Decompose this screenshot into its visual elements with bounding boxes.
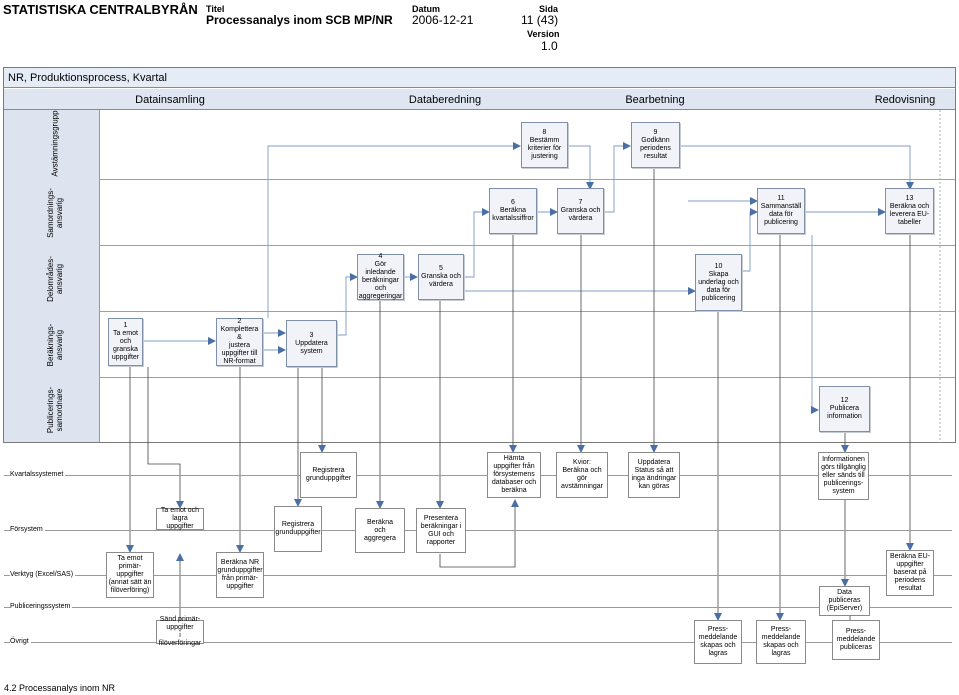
verktyg-berakna-eu-box[interactable]: Beräkna EU- uppgifter baserat på periode… <box>886 550 934 596</box>
version-label: Version <box>527 29 560 39</box>
forsystem-ta-emot-box[interactable]: Ta emot och lagra uppgifter <box>156 507 204 530</box>
system-line-ovrigt <box>4 642 952 643</box>
step-7-box[interactable]: 7 Granska och värdera <box>557 188 604 234</box>
system-label-kvartalssystemet: Kvartalssystemet <box>10 471 66 478</box>
organization-name: STATISTISKA CENTRALBYRÅN <box>3 2 198 17</box>
step-2-box[interactable]: 2 Komplettera & justera uppgifter till N… <box>216 318 263 366</box>
page-label: Sida <box>539 4 559 14</box>
step-11-box[interactable]: 11 Sammanställ data för publicering <box>757 188 805 234</box>
forsystem-berakna-box[interactable]: Beräkna och aggregera <box>355 508 405 553</box>
step-5-box[interactable]: 5 Granska och värdera <box>418 254 464 300</box>
phase-bar <box>4 89 955 110</box>
page-value: 11 (43) <box>521 13 559 27</box>
system-label-verktyg: Verktyg (Excel/SAS) <box>10 571 76 578</box>
diagram-title: NR, Produktionsprocess, Kvartal <box>4 68 955 88</box>
lane-label-column <box>4 110 100 443</box>
forsystem-registrera-box[interactable]: Registrera grunduppgifter <box>274 506 322 552</box>
system-line-forsystem <box>4 530 952 531</box>
phase-bearbetning: Bearbetning <box>625 94 685 106</box>
step-1-box[interactable]: 1 Ta emot och granska uppgifter <box>108 318 143 366</box>
system-line-publiceringssystem <box>4 607 952 608</box>
system-label-publiceringssystem: Publiceringssystem <box>10 603 73 610</box>
publicering-data-box[interactable]: Data publiceras (EpiServer) <box>819 586 870 616</box>
date-label: Datum <box>412 4 441 14</box>
date-value: 2006-12-21 <box>412 13 474 27</box>
diagram-frame <box>3 67 956 443</box>
step-9-box[interactable]: 9 Godkänn periodens resultat <box>631 122 680 168</box>
ovrigt-press-publiceras-box[interactable]: Press- meddelande publiceras <box>832 620 880 660</box>
verktyg-berakna-nr-box[interactable]: Beräkna NR grunduppgifter från primär- u… <box>216 552 264 598</box>
step-3-box[interactable]: 3 Uppdatera system <box>286 320 337 367</box>
step-10-box[interactable]: 10 Skapa underlag och data för publiceri… <box>695 254 742 311</box>
kvartal-information-box[interactable]: Informationen görs tillgänglig eller sän… <box>818 452 869 500</box>
kvartal-uppdatera-status-box[interactable]: Uppdatera Status så att inga ändringar k… <box>628 452 680 498</box>
kvartal-kvior-box[interactable]: Kvior: Beräkna och gör avstämningar <box>556 452 608 498</box>
step-6-box[interactable]: 6 Beräkna kvartalssiffror <box>489 188 537 234</box>
phase-datainsamling: Datainsamling <box>135 94 205 106</box>
footer-section-title: 4.2 Processanalys inom NR <box>4 683 116 693</box>
ovrigt-press-1-box[interactable]: Press- meddelande skapas och lagras <box>694 620 742 664</box>
system-line-kvartalssystemet <box>4 475 952 476</box>
kvartal-hamta-box[interactable]: Hämta uppgifter från försystemens databa… <box>487 452 541 498</box>
version-value: 1.0 <box>541 39 558 53</box>
title-value: Processanalys inom SCB MP/NR <box>206 13 393 27</box>
step-12-box[interactable]: 12 Publicera information <box>819 386 870 432</box>
step-4-box[interactable]: 4 Gör inledande beräkningar och aggreger… <box>357 253 404 300</box>
step-8-box[interactable]: 8 Bestämm kriterier för justering <box>521 122 568 168</box>
system-label-forsystem: Försystem <box>10 526 45 533</box>
title-label: Titel <box>206 4 225 14</box>
forsystem-presentera-box[interactable]: Presentera beräkningar i GUI och rapport… <box>416 508 466 553</box>
ovrigt-press-2-box[interactable]: Press- meddelande skapas och lagras <box>756 620 806 664</box>
phase-databeredning: Databeredning <box>408 94 482 106</box>
step-13-box[interactable]: 13 Beräkna och leverera EU- tabeller <box>885 188 934 234</box>
lane-berakningsansvarig <box>4 312 955 378</box>
verktyg-ta-emot-box[interactable]: Ta emot primär- uppgifter (annat sätt än… <box>106 552 154 598</box>
kvartal-registrera-box[interactable]: Registrera grunduppgifter <box>300 452 357 498</box>
ovrigt-sand-primar-box[interactable]: Sänd primär- uppgifter i filöverföringar <box>156 616 204 647</box>
system-line-verktyg <box>4 575 952 576</box>
phase-redovisning: Redovisning <box>874 94 936 106</box>
system-label-ovrigt: Övrigt <box>10 638 31 645</box>
